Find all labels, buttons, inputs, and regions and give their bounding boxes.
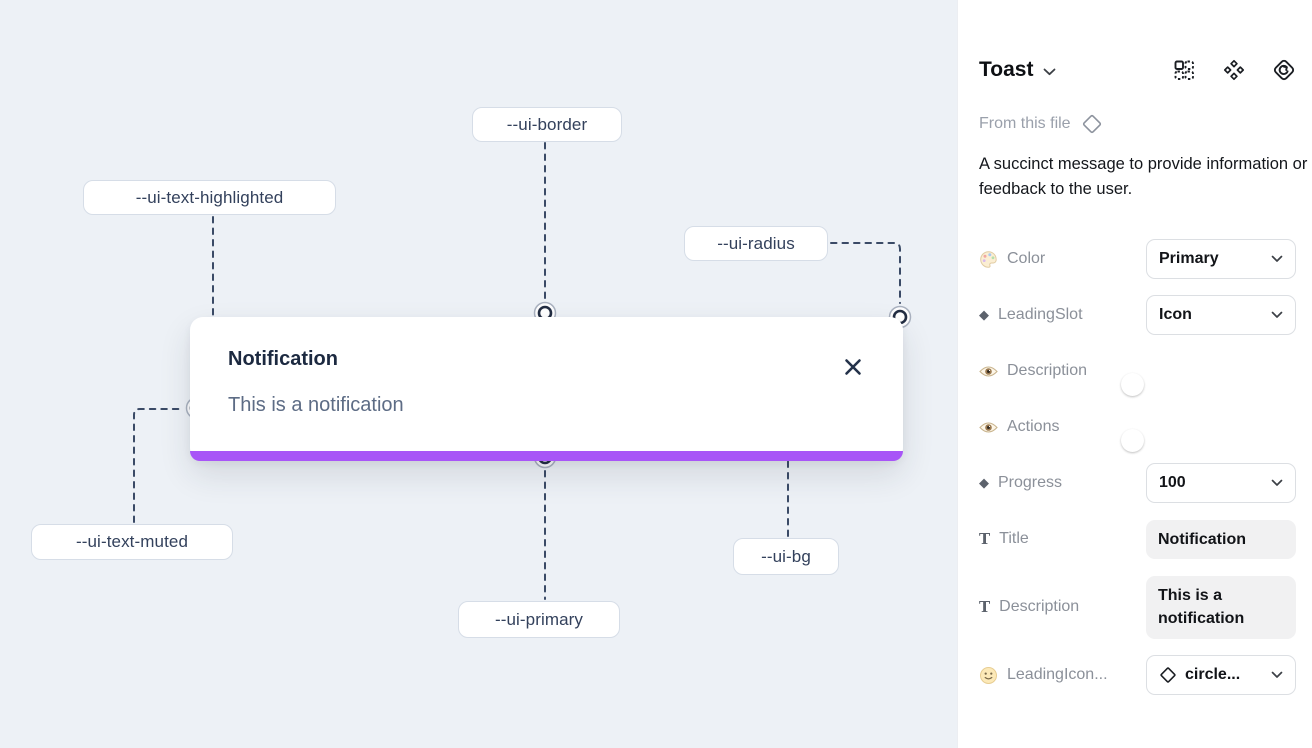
property-row-color: Color Primary xyxy=(979,231,1296,287)
diamond-outline-icon xyxy=(1160,667,1176,684)
text-icon: T xyxy=(979,530,991,549)
component-diamonds-icon[interactable] xyxy=(1222,58,1246,82)
token-label-ui-border: --ui-border xyxy=(472,107,622,142)
token-label-ui-radius: --ui-radius xyxy=(684,226,828,261)
diamond-icon: ◆ xyxy=(979,307,989,323)
property-row-leading-icon: LeadingIcon... circle... xyxy=(979,647,1296,703)
color-select[interactable]: Primary xyxy=(1146,239,1296,280)
toast-component[interactable]: Notification This is a notification xyxy=(190,317,903,461)
diamond-outline-icon xyxy=(1082,114,1101,134)
source-label: From this file xyxy=(979,115,1071,132)
chevron-down-icon[interactable] xyxy=(1043,68,1056,76)
progress-select[interactable]: 100 xyxy=(1146,463,1296,504)
properties-panel: Toast xyxy=(957,0,1312,748)
property-label: LeadingSlot xyxy=(998,306,1083,324)
eye-icon xyxy=(979,366,998,377)
smiley-icon xyxy=(980,666,997,684)
panel-header: Toast xyxy=(979,58,1296,82)
chevron-down-icon xyxy=(1271,312,1283,319)
property-row-description-field: T Description This is a notification xyxy=(979,567,1296,647)
connector-line-text-muted xyxy=(133,408,184,523)
toast-description: This is a notification xyxy=(228,394,404,416)
property-label: Actions xyxy=(1007,418,1060,436)
property-label: Title xyxy=(999,530,1029,548)
select-value: circle... xyxy=(1185,666,1241,684)
toggle-knob xyxy=(1121,429,1144,453)
library-swap-icon[interactable] xyxy=(1272,58,1296,82)
property-rows: Color Primary ◆ LeadingSlot Icon xyxy=(979,231,1296,703)
toggle-knob xyxy=(1121,373,1144,397)
title-field[interactable]: Notification xyxy=(1146,519,1296,560)
toast-progress-bar xyxy=(190,451,903,461)
component-description: A succinct message to provide informatio… xyxy=(979,155,1308,199)
token-label-ui-text-highlighted: --ui-text-highlighted xyxy=(83,180,336,215)
property-row-description-toggle: Description xyxy=(979,343,1296,399)
token-label-ui-bg: --ui-bg xyxy=(733,538,839,575)
property-row-progress: ◆ Progress 100 xyxy=(979,455,1296,511)
property-label: Color xyxy=(1007,250,1046,268)
property-label: Description xyxy=(999,598,1080,616)
property-label: LeadingIcon... xyxy=(1007,666,1108,684)
token-label-ui-primary: --ui-primary xyxy=(458,601,620,638)
instance-grid-icon[interactable] xyxy=(1172,58,1196,82)
source-row: From this file xyxy=(979,113,1296,135)
palette-icon xyxy=(980,251,997,268)
select-value: 100 xyxy=(1159,474,1186,492)
chevron-down-icon xyxy=(1271,256,1283,263)
description-field[interactable]: This is a notification xyxy=(1146,576,1296,639)
text-icon: T xyxy=(979,598,991,617)
select-value: Primary xyxy=(1159,250,1219,268)
toast-title: Notification xyxy=(228,348,338,370)
chevron-down-icon xyxy=(1271,480,1283,487)
connector-line-radius xyxy=(830,242,901,304)
chevron-down-icon xyxy=(1271,672,1283,679)
property-row-actions-toggle: Actions xyxy=(979,399,1296,455)
property-row-title: T Title Notification xyxy=(979,511,1296,567)
diamond-icon: ◆ xyxy=(979,475,989,491)
property-row-leading-slot: ◆ LeadingSlot Icon xyxy=(979,287,1296,343)
select-value: Icon xyxy=(1159,306,1192,324)
leading-icon-select[interactable]: circle... xyxy=(1146,655,1296,696)
component-name: Toast xyxy=(979,58,1034,81)
eye-icon xyxy=(979,422,998,433)
design-canvas[interactable]: --ui-text-highlighted --ui-border --ui-r… xyxy=(0,0,957,748)
property-label: Progress xyxy=(998,474,1063,492)
leading-slot-select[interactable]: Icon xyxy=(1146,295,1296,336)
token-label-ui-text-muted: --ui-text-muted xyxy=(31,524,233,560)
property-label: Description xyxy=(1007,362,1088,380)
header-icons xyxy=(1172,58,1296,82)
close-icon[interactable] xyxy=(842,356,864,378)
